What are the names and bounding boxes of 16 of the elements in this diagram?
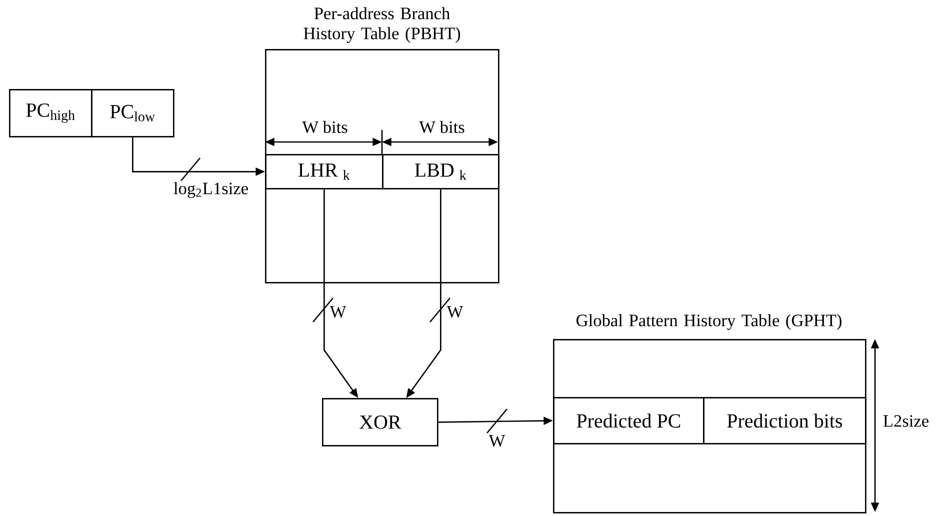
table-cell: LBD $_{k}$ (382, 154, 500, 190)
process-box: XOR (322, 398, 438, 446)
table-cell: Predicted PC (553, 397, 704, 444)
dimension-label: W bits (419, 120, 464, 134)
dimension-label: L2size (883, 415, 928, 427)
table-cell: Prediction bits (703, 397, 866, 444)
process-box: PC$_{low}$ (91, 89, 174, 138)
dimension-label: W bits (302, 120, 348, 134)
node-label: Global Pattern History Table (GPHT) (576, 314, 842, 330)
edge-label: log$_{2}$L1size (174, 182, 248, 198)
edge-label: W (488, 435, 506, 447)
node-label: Per-address Branch History Table (PBHT) (304, 7, 460, 43)
edge-label: W (446, 306, 464, 318)
table-cell: LHR $_{k}$ (265, 154, 384, 190)
process-box: PC$_{high}$ (9, 89, 92, 138)
edge-label: W (330, 306, 346, 318)
